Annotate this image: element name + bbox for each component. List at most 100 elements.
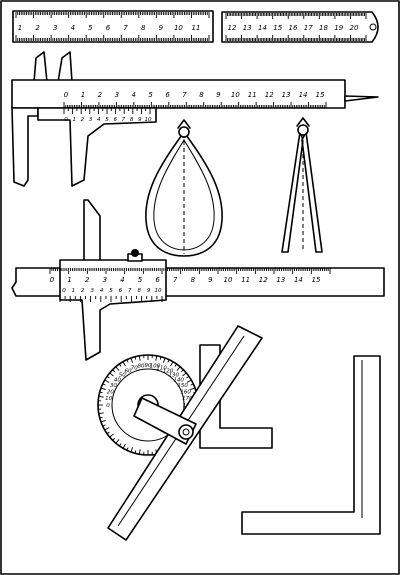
vernier-number: 0: [62, 288, 66, 294]
scale-number: 14: [299, 91, 308, 99]
dial-tick: [102, 383, 106, 386]
dial-tick: [138, 449, 141, 455]
scale-number: 0: [50, 276, 55, 284]
vernier-number: 9: [147, 288, 151, 294]
dial-number: 10: [105, 396, 112, 402]
dial-number: 70: [131, 365, 138, 371]
dial-tick: [104, 427, 110, 431]
scale-number: 2: [85, 276, 90, 284]
scale-number: 14: [294, 276, 303, 284]
vernier-number: 7: [122, 117, 126, 123]
scale-number: 12: [265, 91, 274, 99]
scale-number: 6: [165, 91, 170, 99]
dial-tick: [134, 450, 137, 454]
vernier-number: 7: [128, 288, 132, 294]
caliper-depth-rod: [344, 95, 379, 102]
ruler-number: 3: [53, 24, 57, 32]
dial-tick: [106, 431, 110, 435]
dial-number: 160: [180, 389, 191, 395]
vernier-number: 0: [64, 117, 68, 123]
dial-tick: [176, 366, 181, 371]
dial-number: 20: [107, 389, 114, 395]
dial-tick: [155, 355, 158, 361]
dividers: [281, 117, 323, 253]
dial-tick: [100, 419, 106, 423]
dial-number: 60: [125, 368, 132, 374]
scale-number: 7: [182, 91, 187, 99]
vernier-number: 2: [81, 117, 85, 123]
scale-number: 13: [282, 91, 291, 99]
dial-tick: [126, 447, 129, 451]
dial-number: 80: [138, 364, 145, 370]
ruler-number: 2: [35, 24, 40, 32]
scale-number: 10: [224, 276, 233, 284]
scale-number: 5: [138, 276, 143, 284]
dial-tick: [98, 395, 104, 398]
ruler-number: 9: [159, 24, 164, 32]
dial-number: 110: [156, 365, 167, 371]
dial-number: 170: [182, 396, 193, 402]
dial-tick: [134, 356, 137, 360]
ruler-number: 1: [18, 24, 22, 32]
caliper-inside-jaw-sliding: [57, 51, 73, 83]
ruler-number: 20: [350, 24, 359, 32]
dial-tick: [159, 356, 162, 360]
dial-tick: [167, 359, 170, 363]
dial-number: 140: [173, 377, 184, 383]
vernier-number: 8: [130, 117, 134, 123]
ruler-number: 16: [289, 24, 298, 32]
vernier-number: 5: [109, 288, 113, 294]
dial-number: 150: [177, 383, 188, 389]
dial-tick: [112, 437, 116, 441]
dial-number: 40: [114, 377, 121, 383]
dial-tick: [186, 375, 190, 379]
dial-number: 130: [168, 372, 179, 378]
ruler-number: 14: [258, 24, 267, 32]
ruler-number: 15: [273, 24, 282, 32]
scale-number: 1: [67, 276, 71, 284]
gauge-vernier-slide: [59, 259, 167, 361]
dial-tick: [106, 375, 110, 379]
scale-number: 15: [316, 91, 325, 99]
dial-tick: [104, 379, 110, 383]
scale-number: 8: [191, 276, 196, 284]
dial-tick: [130, 447, 134, 453]
scale-number: 10: [231, 91, 240, 99]
scale-number: 15: [312, 276, 321, 284]
dial-tick: [138, 355, 141, 361]
vernier-number: 10: [145, 117, 152, 123]
dial-tick: [186, 379, 192, 383]
scale-number: 4: [131, 91, 135, 99]
caliper-vernier-slide: [37, 107, 157, 187]
scale-number: 2: [98, 91, 103, 99]
vernier-number: 10: [155, 288, 162, 294]
scale-number: 4: [120, 276, 124, 284]
dial-tick: [118, 363, 122, 367]
ruler-number: 5: [88, 24, 93, 32]
caliper-inside-jaw-fixed: [33, 51, 48, 83]
ruler-number: 13: [243, 24, 252, 32]
dial-tick: [109, 433, 114, 438]
dial-tick: [99, 416, 103, 419]
dial-tick: [162, 357, 166, 363]
dial-tick: [126, 359, 129, 363]
divider-right-leg: [301, 131, 323, 253]
scale-number: 5: [148, 91, 153, 99]
divider-joint-icon: [297, 124, 309, 136]
vernier-number: 9: [138, 117, 142, 123]
dial-tick: [180, 369, 184, 373]
dial-number: 30: [110, 383, 117, 389]
scale-number: 11: [248, 91, 257, 99]
scale-number: 9: [208, 276, 213, 284]
dial-tick: [190, 387, 196, 391]
dial-tick: [98, 412, 104, 415]
ruler-number: 8: [141, 24, 146, 32]
dial-tick: [112, 369, 116, 373]
vernier-number: 1: [72, 288, 76, 294]
vernier-number: 2: [81, 288, 85, 294]
scale-number: 6: [155, 276, 160, 284]
